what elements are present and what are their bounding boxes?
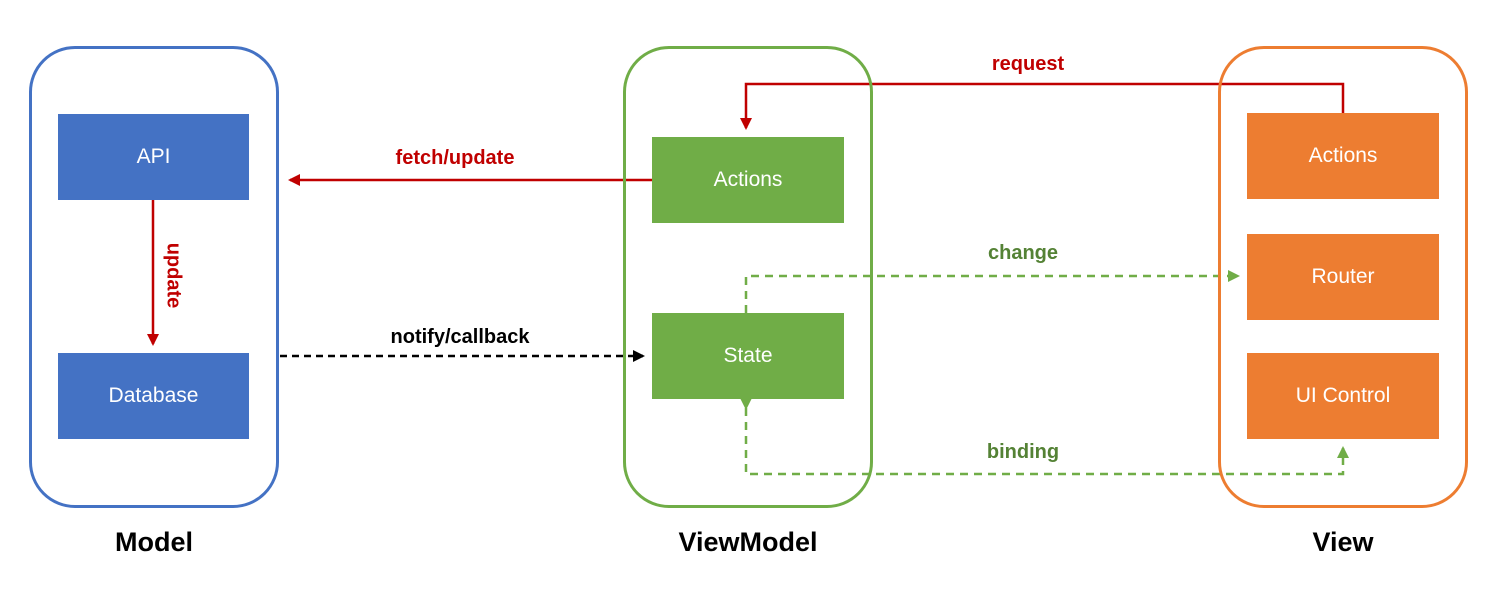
request-label: request [991, 53, 1065, 75]
vm-actions-node: Actions [652, 137, 844, 223]
request-arrow [740, 82, 1345, 130]
notify-callback-label: notify/callback [390, 326, 530, 348]
binding-label: binding [986, 441, 1060, 463]
ui-control-node: UI Control [1247, 353, 1439, 439]
viewmodel-title: ViewModel [678, 527, 818, 557]
change-arrow [744, 270, 1240, 313]
change-label: change [987, 242, 1059, 264]
view-title: View [1312, 527, 1374, 557]
fetch-update-label: fetch/update [395, 147, 515, 169]
api-node: API [58, 114, 249, 200]
binding-arrow [740, 398, 1349, 476]
model-title: Model [115, 527, 193, 557]
view-group [1218, 46, 1468, 508]
vm-state-node: State [652, 313, 844, 399]
update-label: update [162, 242, 185, 309]
router-node: Router [1247, 234, 1439, 320]
database-node: Database [58, 353, 249, 439]
viewmodel-group [623, 46, 873, 508]
model-group [29, 46, 279, 508]
view-actions-node: Actions [1247, 113, 1439, 199]
